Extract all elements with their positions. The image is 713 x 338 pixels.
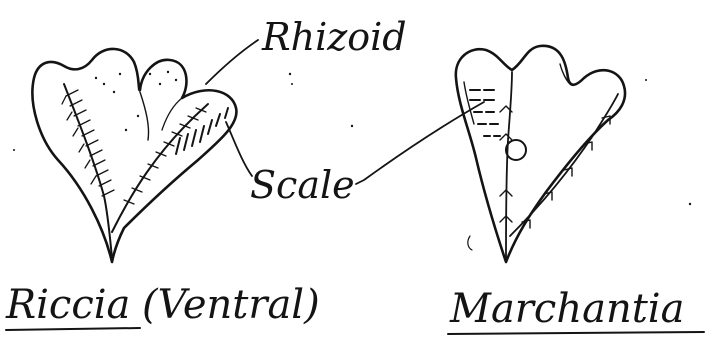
riccia-midrib-right xyxy=(112,104,208,232)
marchantia-caption: Marchantia xyxy=(448,286,704,334)
marchantia-underline xyxy=(448,332,704,334)
rhizoid-label: Rhizoid xyxy=(261,15,407,59)
scale-label: Scale xyxy=(250,163,355,207)
marchantia-circle-marker xyxy=(506,140,526,160)
marchantia-rhizoid-marks xyxy=(500,106,610,228)
marchantia-outline xyxy=(456,46,625,262)
riccia-caption: Riccia (Ventral) xyxy=(5,282,320,330)
marchantia-midrib xyxy=(506,72,512,258)
riccia-view-label: (Ventral) xyxy=(142,282,320,328)
marchantia-name-label: Marchantia xyxy=(449,286,684,332)
marchantia-base-mark xyxy=(468,236,472,250)
scale-label-group: Scale xyxy=(250,102,484,207)
riccia-inner-line xyxy=(140,92,149,140)
riccia-lobe-edge xyxy=(162,98,182,130)
riccia-scales xyxy=(176,108,228,154)
marchantia-thallus xyxy=(456,46,625,262)
riccia-name-label: Riccia xyxy=(5,282,130,328)
marchantia-branch xyxy=(510,94,618,236)
riccia-rhizoid-hatching-left xyxy=(62,90,114,196)
rhizoid-pointer: Rhizoid xyxy=(206,15,407,84)
scale-pointer-riccia xyxy=(226,122,252,176)
riccia-underline xyxy=(6,328,140,330)
riccia-outline xyxy=(32,49,236,262)
riccia-thallus xyxy=(32,49,236,262)
marchantia-scales xyxy=(470,90,500,136)
